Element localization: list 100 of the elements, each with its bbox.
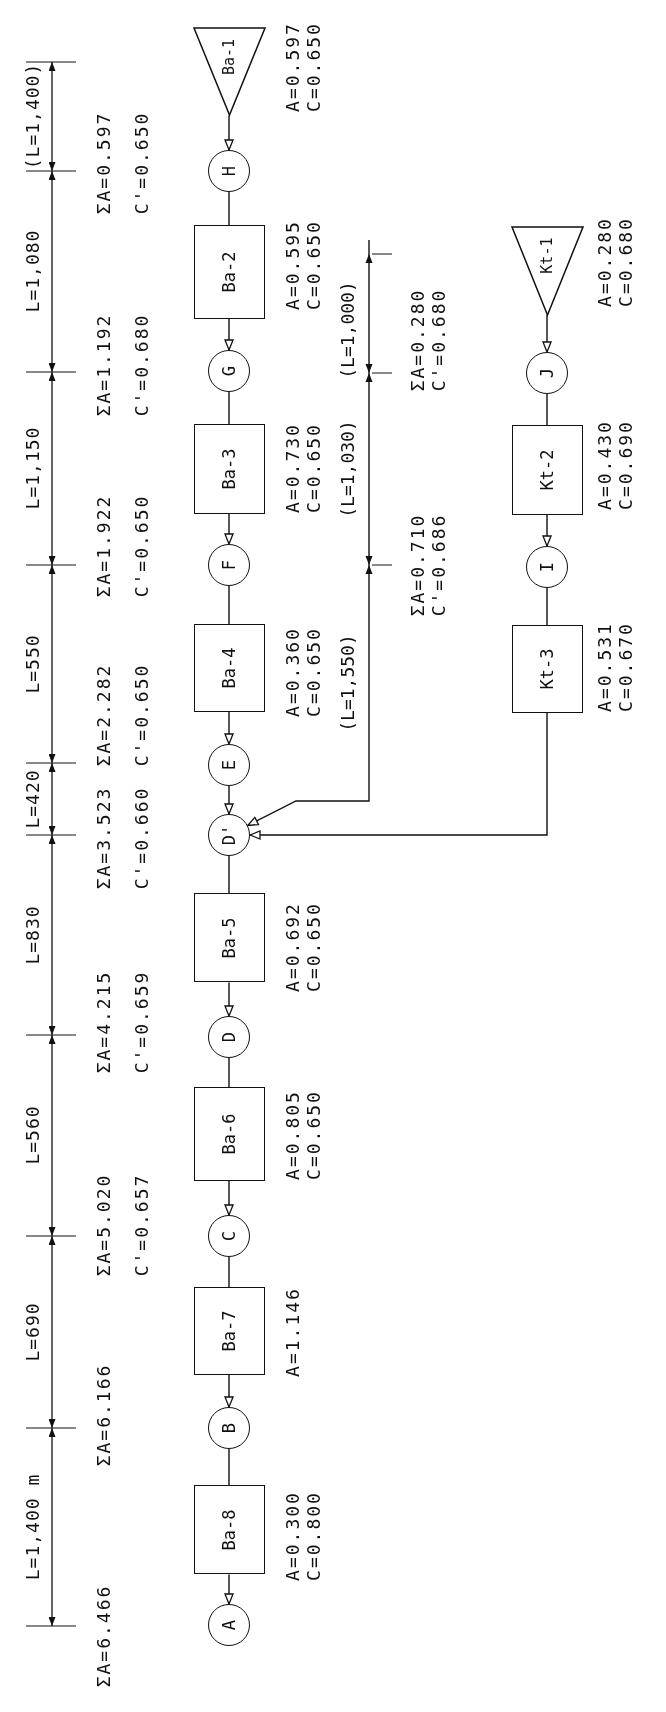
length-label: (L=1,400) [21, 62, 44, 170]
connector-line [228, 391, 230, 425]
length-label: (L=1,550) [336, 634, 359, 732]
flow-arrow [224, 1180, 234, 1216]
area-coefficient-label: A=0.430 C=0.690 [593, 420, 636, 510]
subbasin-box [511, 425, 583, 515]
inflow-triangle [193, 28, 265, 116]
basin-name: Kt-3 [537, 648, 557, 690]
flow-arrow [247, 239, 370, 827]
junction-letter: J [537, 367, 557, 379]
junction-circle [208, 1407, 250, 1449]
junction-letter: B [219, 1422, 239, 1434]
area-coefficient-label: A=0.300 C=0.800 [281, 1491, 324, 1581]
basin-name: Ba-8 [219, 1509, 239, 1551]
flow-arrow [224, 1374, 234, 1408]
junction-circle [526, 546, 568, 588]
length-label: L=420 [21, 769, 44, 829]
connector-line [228, 1448, 230, 1487]
length-label: L=550 [21, 634, 44, 694]
cumulative-area-label: ΣA=6.466 [92, 1584, 115, 1688]
area-coefficient-label: A=0.597 C=0.650 [281, 22, 324, 112]
basin-name: Ba-7 [219, 1310, 239, 1352]
junction-circle [208, 150, 250, 192]
flow-arrow [224, 981, 234, 1017]
length-label: L=1,400 m [21, 1473, 44, 1581]
subbasin-box [193, 1485, 265, 1575]
junction-letter: I [537, 561, 557, 573]
flow-arrow [249, 712, 548, 840]
flow-arrow [224, 785, 234, 815]
subbasin-box [193, 225, 265, 319]
cumulative-area-label: ΣA=0.280 C'=0.680 [406, 288, 449, 392]
junction-circle [208, 1604, 250, 1646]
cumulative-area-label: ΣA=2.282 C'=0.650 [92, 663, 153, 767]
flow-arrow [224, 114, 234, 151]
subbasin-box [193, 424, 265, 514]
cumulative-area-label: ΣA=5.020 C'=0.657 [92, 1173, 153, 1277]
junction-circle [208, 744, 250, 786]
junction-letter: D [219, 1031, 239, 1043]
area-coefficient-label: A=0.360 C=0.650 [281, 627, 324, 717]
junction-circle [208, 350, 250, 392]
flow-arrow [224, 318, 234, 351]
area-coefficient-label: A=0.692 C=0.650 [281, 902, 324, 992]
subbasin-box [193, 624, 265, 712]
connector-line [546, 393, 548, 426]
length-label: L=830 [21, 905, 44, 965]
basin-name: Ba-1 [220, 38, 238, 76]
cumulative-area-label: ΣA=1.922 C'=0.650 [92, 494, 153, 598]
basin-name: Ba-6 [219, 1113, 239, 1155]
flow-arrow [542, 514, 552, 547]
junction-letter: H [219, 165, 239, 177]
flow-arrow [224, 711, 234, 745]
flow-arrow [542, 314, 552, 353]
junction-circle [208, 1215, 250, 1257]
connector-line [228, 585, 230, 625]
subbasin-box [193, 893, 265, 983]
area-coefficient-label: A=0.805 C=0.650 [281, 1090, 324, 1180]
junction-circle [208, 814, 250, 856]
junction-letter: G [219, 365, 239, 377]
junction-letter: D' [219, 824, 239, 846]
basin-name: Ba-4 [219, 647, 239, 689]
subbasin-box [193, 1287, 265, 1375]
cumulative-area-label: ΣA=3.523 C'=0.660 [92, 786, 153, 890]
length-label: L=1,150 [21, 426, 44, 510]
cumulative-area-label: ΣA=0.597 C'=0.650 [92, 111, 153, 215]
connector-line [228, 1057, 230, 1088]
area-coefficient-label: A=0.730 C=0.650 [281, 423, 324, 513]
junction-circle [208, 1016, 250, 1058]
cumulative-area-label: ΣA=6.166 [92, 1363, 115, 1467]
basin-name: Ba-3 [219, 448, 239, 490]
cumulative-area-label: ΣA=1.192 C'=0.680 [92, 313, 153, 417]
inflow-triangle [511, 227, 583, 315]
basin-name: Ba-5 [219, 917, 239, 959]
junction-circle [526, 352, 568, 394]
area-coefficient-label: A=0.280 C=0.680 [593, 217, 636, 307]
length-label: (L=1,000) [336, 281, 359, 379]
junction-letter: E [219, 759, 239, 771]
junction-letter: A [219, 1619, 239, 1631]
length-label: L=560 [21, 1105, 44, 1165]
subbasin-box [511, 625, 583, 713]
basin-name: Kt-1 [538, 237, 556, 274]
connector-line [228, 191, 230, 226]
cumulative-area-label: ΣA=0.710 C'=0.686 [406, 513, 449, 617]
subbasin-box [193, 1087, 265, 1181]
area-coefficient-label: A=1.146 [281, 1287, 303, 1377]
junction-circle [208, 544, 250, 586]
junction-letter: F [219, 559, 239, 571]
connector-line [228, 1256, 230, 1288]
area-coefficient-label: A=0.595 C=0.650 [281, 220, 324, 310]
junction-letter: C [219, 1230, 239, 1242]
flow-arrow [224, 1573, 234, 1605]
flow-arrow [224, 513, 234, 545]
basin-name: Kt-2 [537, 449, 557, 491]
connector-line [546, 587, 548, 626]
length-label: (L=1,030) [336, 420, 359, 518]
cumulative-area-label: ΣA=4.215 C'=0.659 [92, 970, 153, 1074]
length-label: L=690 [21, 1302, 44, 1362]
area-coefficient-label: A=0.531 C=0.670 [593, 622, 636, 712]
length-label: L=1,080 [21, 229, 44, 313]
basin-name: Ba-2 [219, 251, 239, 293]
connector-line [228, 855, 230, 895]
